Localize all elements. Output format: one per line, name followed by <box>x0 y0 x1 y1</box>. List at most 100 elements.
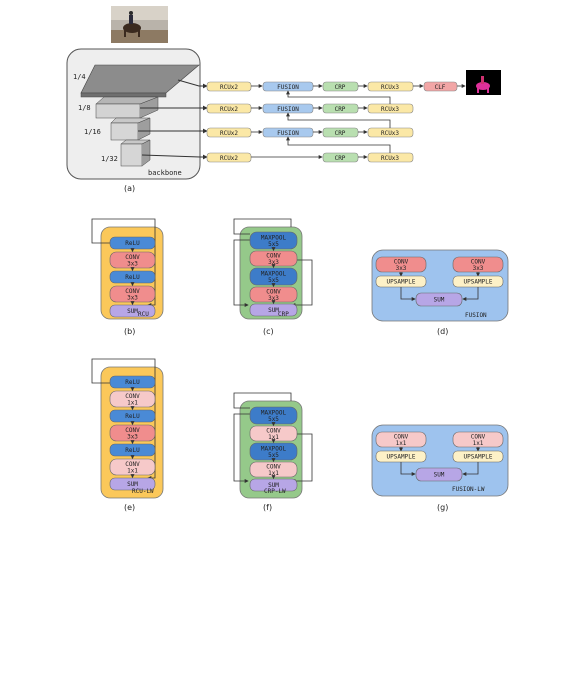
backbone-layers <box>80 64 200 167</box>
d-upsample-0: UPSAMPLE <box>375 275 427 288</box>
caption-c: (c) <box>263 327 274 336</box>
e-block-4-label: ReLU <box>125 447 140 454</box>
d-sum: SUM <box>415 292 463 307</box>
row-3-rcu: RCUx2 <box>220 130 238 137</box>
row-2-rcu3: RCUx3 <box>381 106 399 113</box>
b-block-2: ReLU <box>109 270 156 284</box>
merge-arrow <box>400 287 416 301</box>
scale-1-16: 1/16 <box>84 128 101 136</box>
merge-arrow <box>400 462 416 476</box>
row-3-crp: CRP <box>335 130 346 137</box>
row-1-rcu3: RCUx3 <box>381 84 399 91</box>
d-sum-label: SUM <box>434 297 445 304</box>
scale-1-32: 1/32 <box>101 155 118 163</box>
rcu-lw-tag: RCU-LW <box>132 488 154 495</box>
backbone-connectors <box>138 79 208 160</box>
g-upsample-0-label: UPSAMPLE <box>387 454 416 461</box>
c-block-4: SUM <box>249 303 298 317</box>
row-1-crp: CRP <box>335 84 346 91</box>
row-1-rcu: RCUx2 <box>220 84 238 91</box>
row-1-clf: CLF <box>435 84 446 91</box>
caption-d: (d) <box>437 327 448 336</box>
output-segmentation <box>466 70 501 95</box>
row-4-crp: CRP <box>335 155 346 162</box>
row-4-rcu3: RCUx3 <box>381 155 399 162</box>
input-photo <box>111 6 168 43</box>
merge-arrow <box>462 287 479 301</box>
e-block-2: ReLU <box>109 409 156 423</box>
scale-1-8: 1/8 <box>78 104 91 112</box>
row-3: RCUx2 FUSION CRP RCUx3 <box>206 112 414 138</box>
e-block-2-label: ReLU <box>125 413 140 420</box>
caption-b: (b) <box>124 327 135 336</box>
e-block-0-label: ReLU <box>125 379 140 386</box>
caption-a: (a) <box>124 184 135 193</box>
row-1: RCUx2 FUSION CRP RCUx3 CLF <box>206 81 466 92</box>
e-block-4: ReLU <box>109 443 156 457</box>
row-2-fusion: FUSION <box>277 106 299 113</box>
f-block-4-label: SUM <box>268 482 279 489</box>
row-2-rcu: RCUx2 <box>220 106 238 113</box>
clf-box <box>423 81 458 92</box>
b-block-0: ReLU <box>109 236 156 250</box>
e-block-6-label: SUM <box>127 481 138 488</box>
c-block-4-label: SUM <box>268 307 279 314</box>
row-3-fusion: FUSION <box>277 130 299 137</box>
caption-f: (f) <box>263 503 272 512</box>
caption-g: (g) <box>437 503 448 512</box>
rcu-box <box>367 81 414 92</box>
g-upsample-1-label: UPSAMPLE <box>464 454 493 461</box>
b-block-2-label: ReLU <box>125 274 140 281</box>
rcu-tag: RCU <box>138 311 149 318</box>
g-sum: SUM <box>415 467 463 482</box>
b-block-4-label: SUM <box>127 308 138 315</box>
crp-lw-tag: CRP-LW <box>264 488 286 495</box>
row-2-crp: CRP <box>335 106 346 113</box>
g-sum-label: SUM <box>434 472 445 479</box>
row-3-rcu3: RCUx3 <box>381 130 399 137</box>
e-block-0: ReLU <box>109 375 156 389</box>
backbone-label: backbone <box>148 169 182 177</box>
g-upsample-0: UPSAMPLE <box>375 450 427 463</box>
rcu-box <box>206 81 252 92</box>
